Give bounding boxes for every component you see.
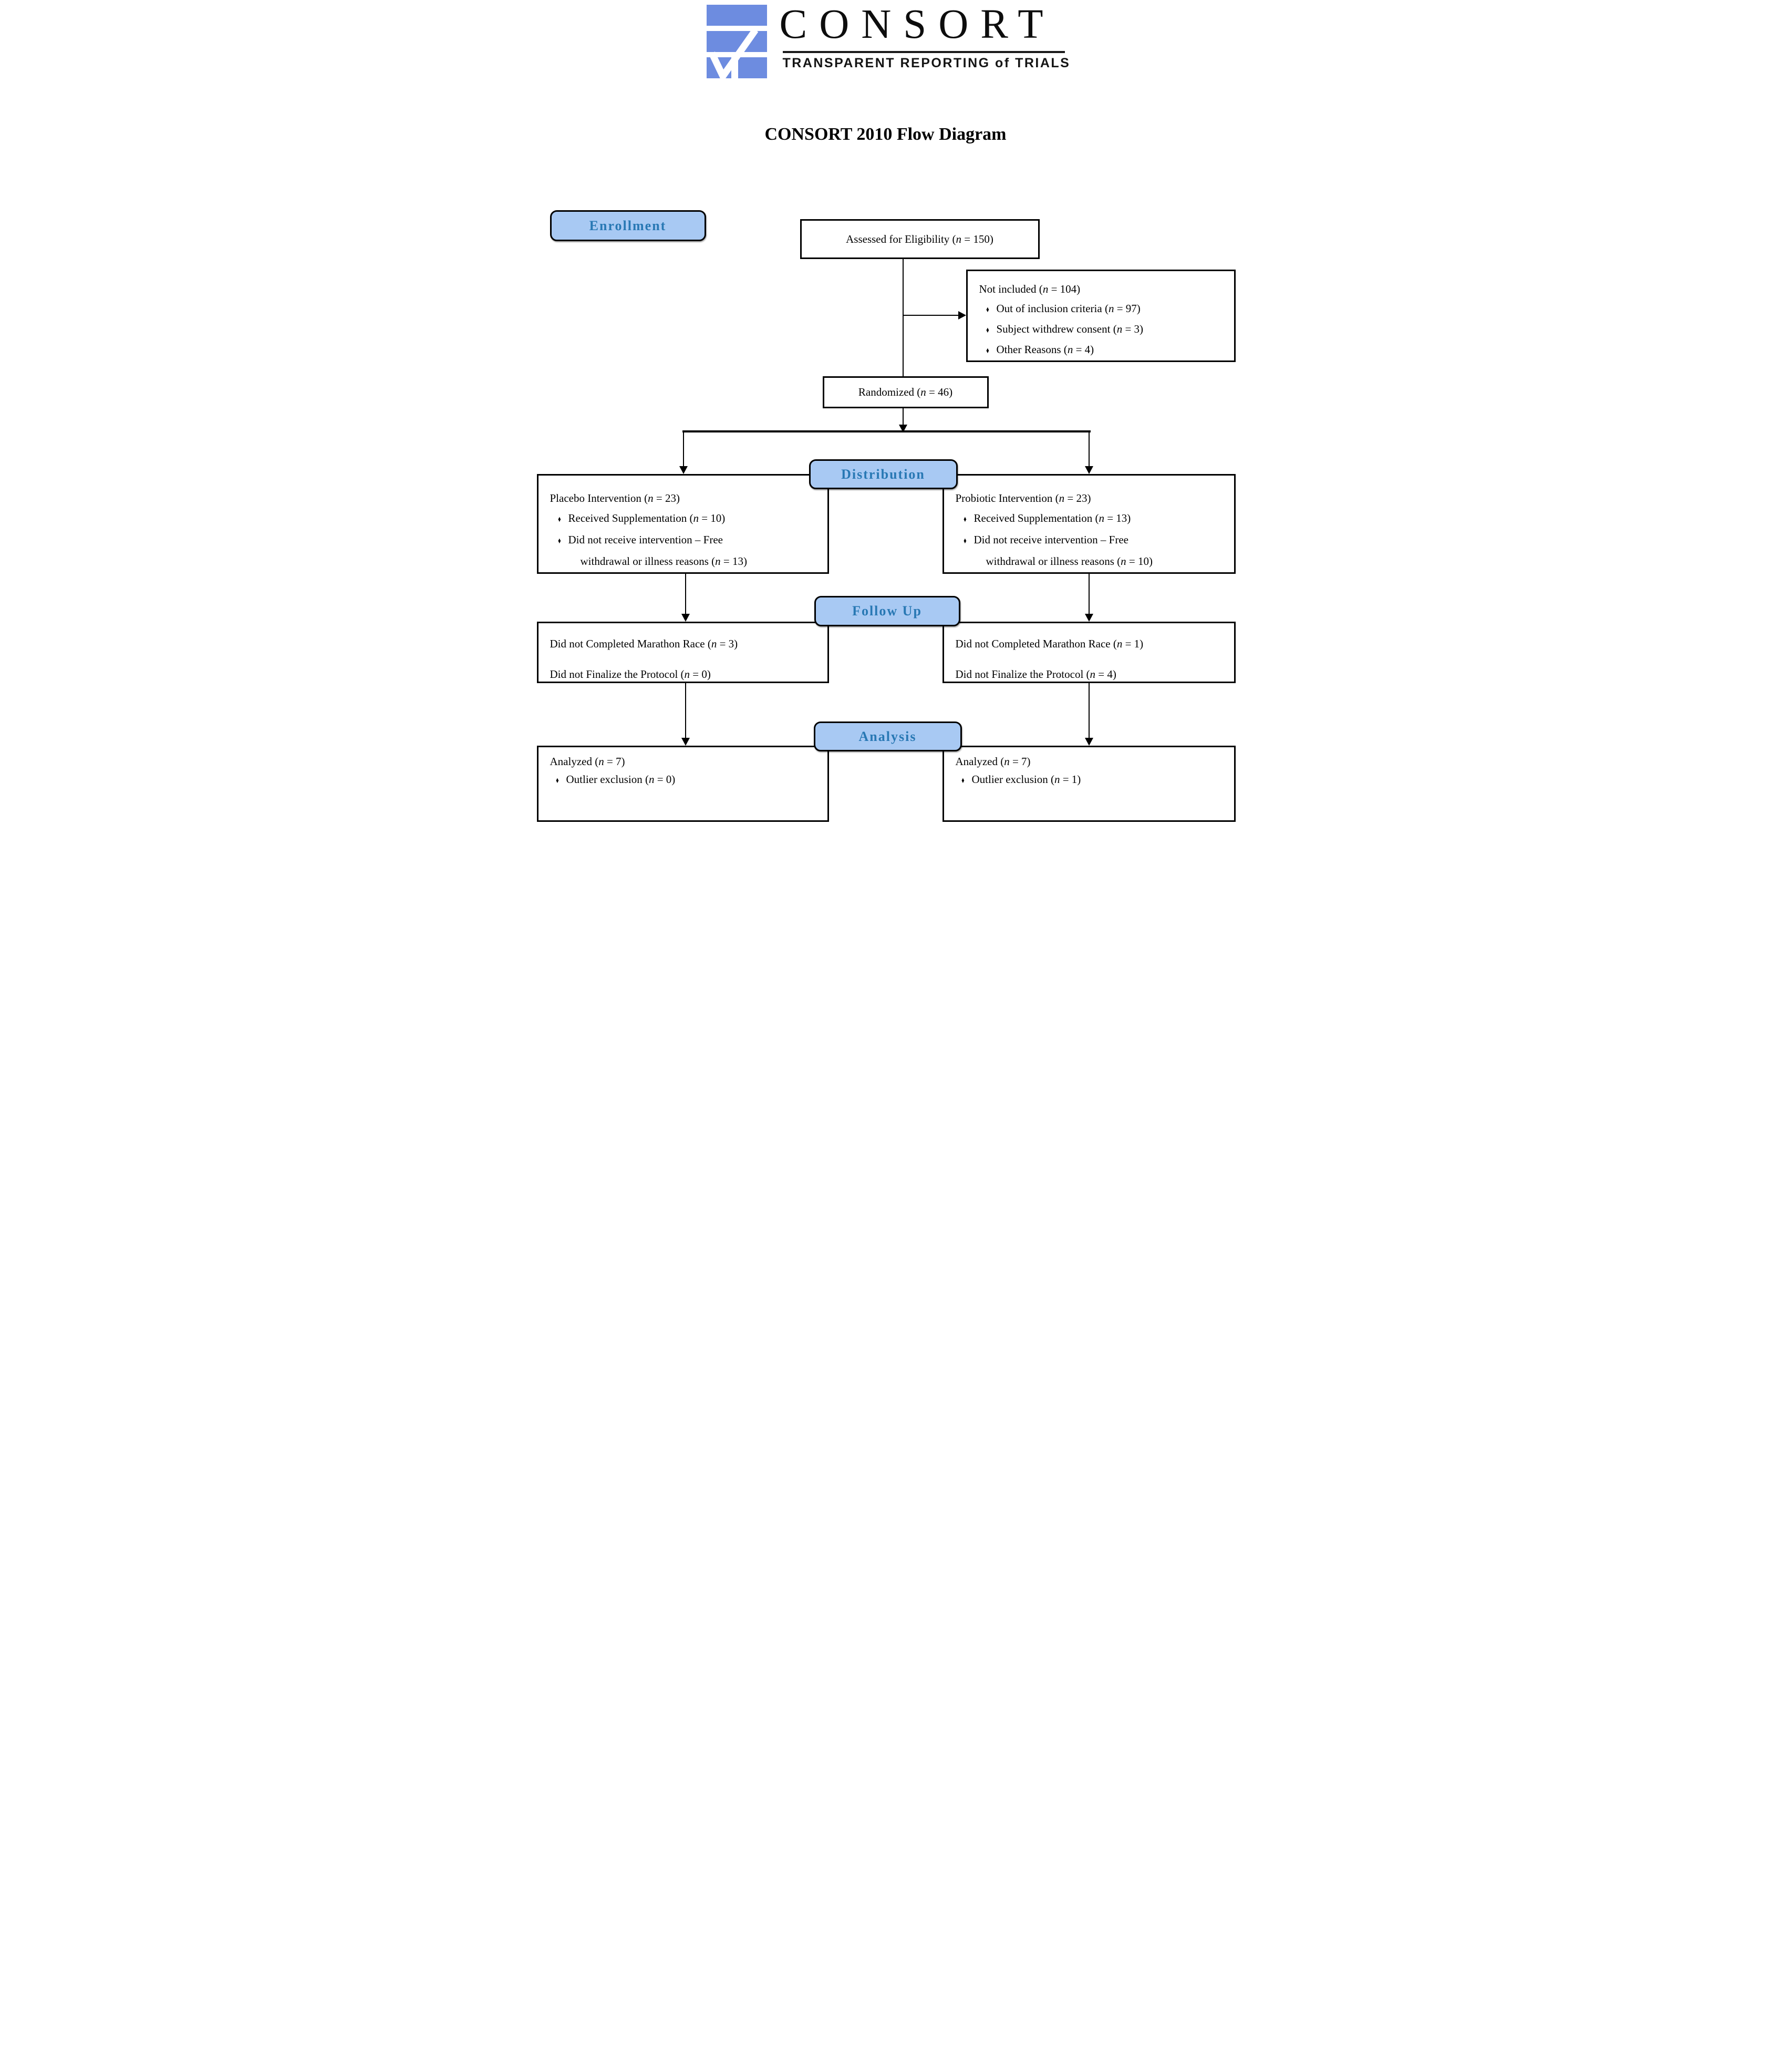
arrowhead-not-included [958,311,966,319]
analysis-left-bullet: Outlier exclusion (n = 0) [550,770,822,790]
placebo-bullet: Did not receive intervention – Free [550,530,822,551]
brand-wordmark: CONSORT [779,2,1055,47]
stage-badge-distribution: Distribution [809,459,958,489]
not-included-box: Not included (n = 104) Out of inclusion … [966,270,1236,362]
connector-assessed-randomized [902,259,904,376]
connector-placebo-followup [685,574,686,614]
connector-followup-analysis-left [685,683,686,738]
not-included-bullet: Other Reasons (n = 4) [979,340,1227,360]
consort-flow-diagram: CONSORT TRANSPARENT REPORTING of TRIALS … [531,0,1240,829]
followup-right-box: Did not Completed Marathon Race (n = 1) … [942,622,1236,683]
not-included-title: Not included (n = 104) [979,283,1081,295]
assessed-text: Assessed for Eligibility (n = 150) [846,232,993,245]
placebo-bullet-continuation: withdrawal or illness reasons (n = 13) [580,555,747,568]
connector-branch-left [682,432,684,467]
not-included-bullet: Out of inclusion criteria (n = 97) [979,299,1227,319]
followup-right-line: Did not Finalize the Protocol (n = 4) [955,668,1116,681]
placebo-title: Placebo Intervention (n = 23) [550,492,680,504]
analysis-right-bullet: Outlier exclusion (n = 1) [956,770,1229,790]
arrowhead-followup-right [1084,614,1093,622]
connector-followup-analysis-right [1088,683,1090,738]
connector-to-not-included [903,315,959,316]
analysis-right-title: Analyzed (n = 7) [955,755,1031,768]
arrowhead-analysis-left [681,738,690,746]
stage-badge-analysis: Analysis [813,721,962,751]
arrowhead-probiotic [1084,466,1093,474]
arrowhead-branch [898,425,907,432]
connector-branch-right [1088,432,1090,467]
probiotic-bullet: Received Supplementation (n = 13) [956,508,1229,530]
stage-badge-followup: Follow Up [814,596,960,626]
followup-right-line: Did not Completed Marathon Race (n = 1) [955,637,1144,650]
not-included-bullet: Subject withdrew consent (n = 3) [979,319,1227,340]
placebo-box: Placebo Intervention (n = 23) Received S… [536,474,829,574]
arrowhead-analysis-right [1084,738,1093,746]
connector-randomized-branch [902,408,904,426]
randomized-text: Randomized (n = 46) [858,386,953,398]
stage-badge-enrollment: Enrollment [550,210,706,241]
followup-left-box: Did not Completed Marathon Race (n = 3) … [536,622,829,683]
probiotic-bullet: Did not receive intervention – Free [956,530,1229,551]
analysis-left-title: Analyzed (n = 7) [550,755,625,768]
brand-divider [782,51,1065,53]
assessed-box: Assessed for Eligibility (n = 150) [800,219,1040,259]
followup-left-line: Did not Completed Marathon Race (n = 3) [550,637,738,650]
probiotic-title: Probiotic Intervention (n = 23) [955,492,1091,504]
branch-line [682,430,1091,432]
page-title: CONSORT 2010 Flow Diagram [764,125,1007,144]
randomized-box: Randomized (n = 46) [822,376,989,408]
followup-left-line: Did not Finalize the Protocol (n = 0) [550,668,711,681]
arrowhead-placebo [679,466,688,474]
probiotic-box: Probiotic Intervention (n = 23) Received… [942,474,1236,574]
analysis-left-box: Analyzed (n = 7) Outlier exclusion (n = … [536,746,829,822]
connector-probiotic-followup [1088,574,1090,614]
consort-logo-icon [706,5,767,81]
analysis-right-box: Analyzed (n = 7) Outlier exclusion (n = … [942,746,1236,822]
arrowhead-followup-left [681,614,690,622]
placebo-bullet: Received Supplementation (n = 10) [550,508,822,530]
probiotic-bullet-continuation: withdrawal or illness reasons (n = 10) [986,555,1153,568]
brand-tagline: TRANSPARENT REPORTING of TRIALS [782,56,1071,70]
